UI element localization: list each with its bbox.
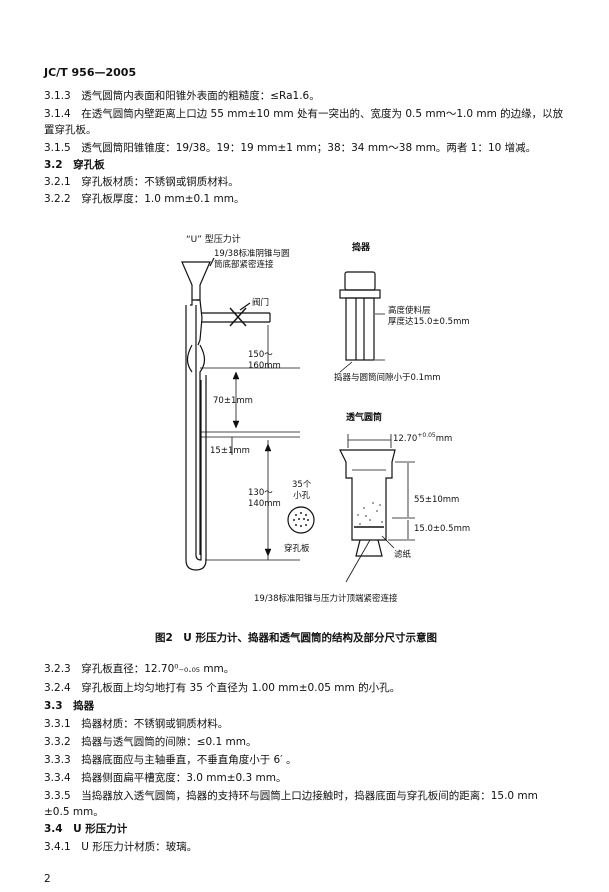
- label-height: 高度使料层 厚度达15.0±0.5mm: [388, 306, 470, 327]
- sample-stipple: [357, 502, 383, 525]
- clause-3-1-3: 3.1.3 透气圆筒内表面和阳锥外表面的粗糙度：≤Ra1.6。: [44, 90, 320, 102]
- clause-3-1-4: 3.1.4 在透气圆筒内壁距离上口边 55 mm±10 mm 处有一突出的、宽度…: [44, 108, 564, 120]
- label-35-holes: 35个 小孔: [292, 480, 312, 501]
- plate-holes: [293, 512, 309, 527]
- clause-3-3-3: 3.3.3 捣器底面应与主轴垂直，不垂直角度小于 6′ 。: [44, 754, 297, 766]
- manometer-bulb: [196, 299, 203, 346]
- manometer-funnel: [181, 261, 211, 301]
- dimension-130: 130～ 140mm: [248, 488, 281, 509]
- clause-3-3-5: 3.3.5 当捣器放入透气圆筒，捣器的支持环与圆筒上口边接触时，捣器底面与穿孔板…: [44, 790, 538, 802]
- clause-3-2-4: 3.2.4 穿孔板面上均匀地打有 35 个直径为 1.00 mm±0.05 mm…: [44, 682, 401, 694]
- figure-caption: 图2 U 形压力计、捣器和透气圆筒的结构及部分尺寸示意图: [155, 632, 437, 644]
- document-code: JC/T 956—2005: [44, 66, 137, 79]
- label-filter: 滤纸: [394, 550, 412, 560]
- clause-3-3-4: 3.3.4 捣器侧面扁平槽宽度：3.0 mm±0.3 mm。: [44, 772, 287, 784]
- tamper-body: [345, 297, 375, 361]
- page-number: 2: [44, 873, 51, 885]
- label-bottom-joint: 19/38标准阳锥与压力计顶端紧密连接: [254, 594, 398, 604]
- clause-3-1-5: 3.1.5 透气圆筒阳锥锥度：19/38。19：19 mm±1 mm；38：34…: [44, 142, 537, 154]
- clause-3-1-4-cont: 置穿孔板。: [44, 124, 97, 136]
- dimension-15: 15±1mm: [210, 446, 250, 456]
- clause-3-4-1: 3.4.1 U 形压力计材质：玻璃。: [44, 841, 198, 853]
- section-3-4-heading: 3.4 U 形压力计: [44, 823, 128, 835]
- label-plate: 穿孔板: [284, 544, 310, 554]
- clause-3-2-2: 3.2.2 穿孔板厚度：1.0 mm±0.1 mm。: [44, 193, 245, 205]
- clause-3-3-2: 3.3.2 捣器与透气圆筒的间隙：≤0.1 mm。: [44, 736, 257, 748]
- clause-3-2-1: 3.2.1 穿孔板材质：不锈钢或铜质材料。: [44, 176, 239, 188]
- manometer-u-bottom: [185, 375, 207, 571]
- valve-side-arm: [202, 312, 271, 323]
- label-joint: 19/38标准阴锥与圆 筒底部紧密连接: [214, 249, 290, 270]
- dimension-150: 150～ 160mm: [248, 350, 281, 371]
- clause-3-3-5-cont: ±0.5 mm。: [44, 806, 104, 818]
- section-3-2-heading: 3.2 穿孔板: [44, 159, 105, 171]
- valve-cross-icon: [229, 307, 247, 327]
- clause-3-2-3: 3.2.3 穿孔板直径：12.70⁰₋₀.₀₅ mm。: [44, 663, 235, 675]
- label-valve: 阀门: [252, 298, 270, 308]
- section-3-3-heading: 3.3 捣器: [44, 700, 95, 712]
- clause-3-3-1: 3.3.1 捣器材质：不锈钢或铜质材料。: [44, 718, 229, 730]
- label-gap: 捣器与圆筒间隙小于0.1mm: [334, 373, 441, 383]
- dimension-12-70: 12.70+0.05mm: [393, 432, 453, 444]
- tamper-title: 捣器: [352, 243, 371, 253]
- tamper-head: [344, 271, 376, 291]
- dimension-70: 70±1mm: [213, 396, 253, 406]
- manometer-title: “U” 型压力计: [186, 235, 241, 245]
- perforated-plate-icon: [287, 506, 315, 534]
- dimension-55: 55±10mm: [414, 495, 460, 505]
- dimension-15-0: 15.0±0.5mm: [414, 524, 471, 534]
- cell-title: 透气圆筒: [346, 413, 383, 423]
